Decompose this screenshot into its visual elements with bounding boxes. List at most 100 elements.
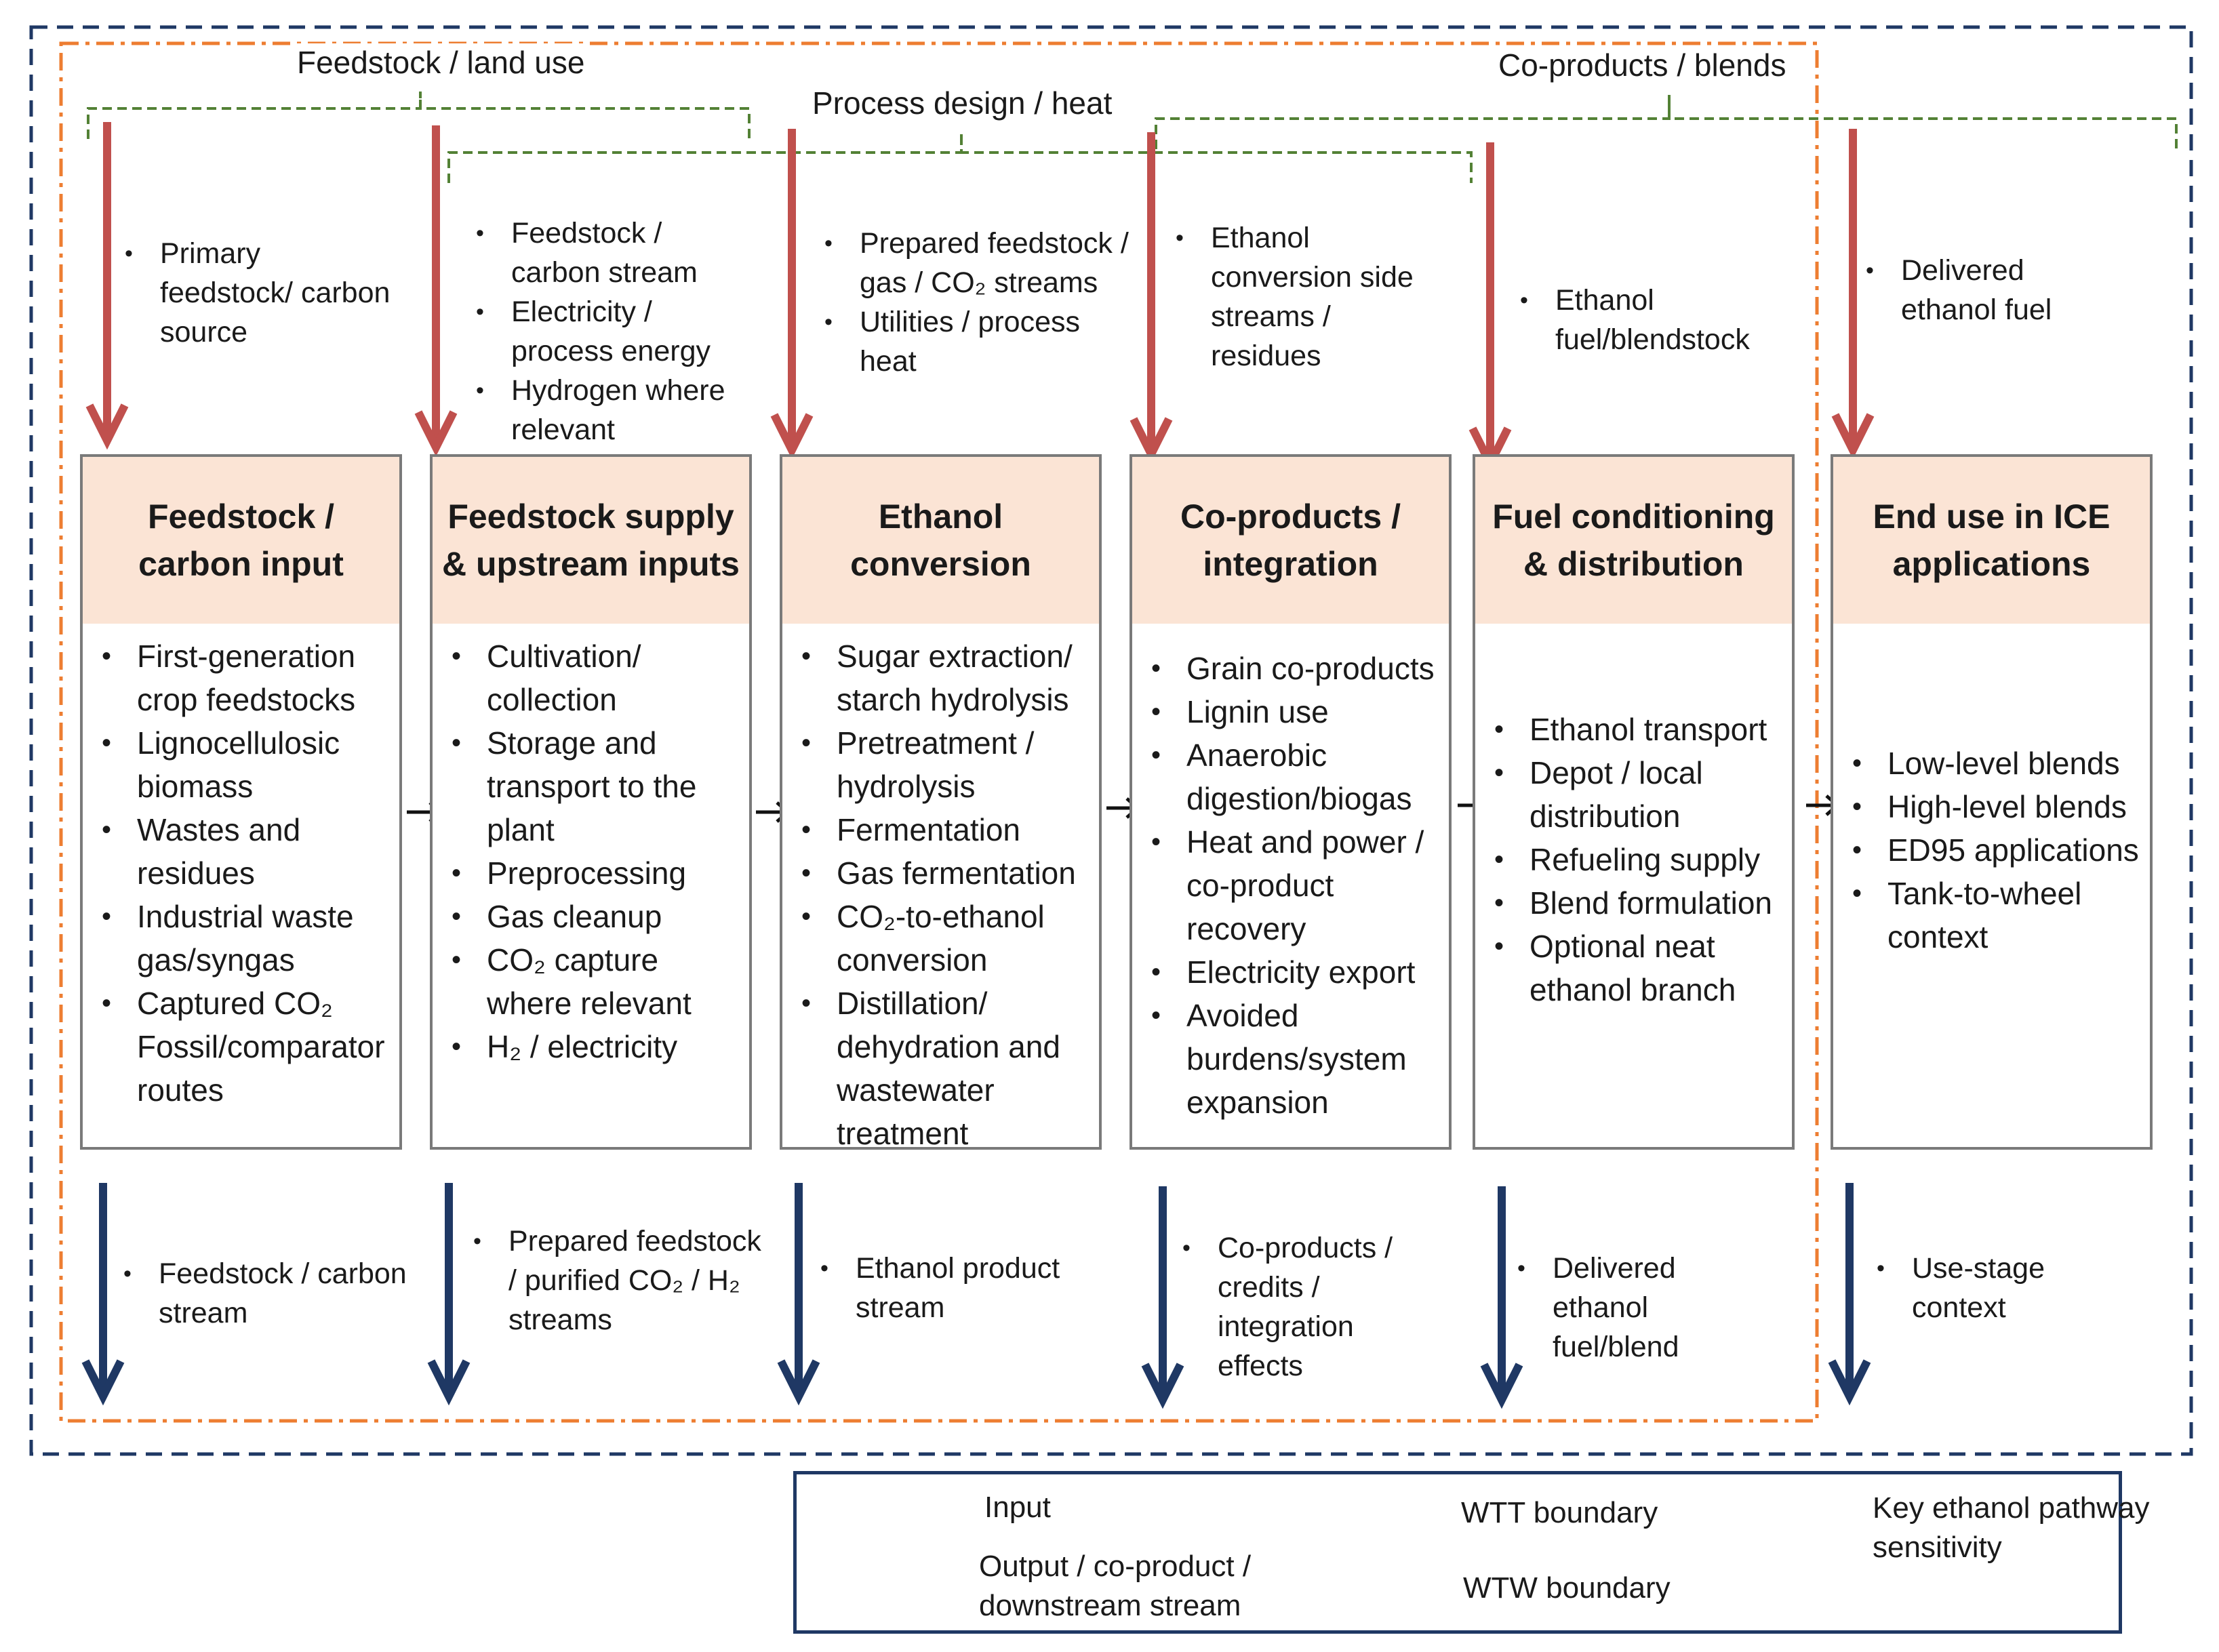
output-arrow xyxy=(1141,1186,1184,1409)
sensitivity-bracket-process xyxy=(447,132,1473,183)
stage-item: First-generation crop feedstocks xyxy=(102,634,395,721)
label-feedstock-land-use: Feedstock / land use xyxy=(297,43,585,81)
output-arrow xyxy=(1480,1186,1523,1409)
stage-item: H₂ / electricity xyxy=(452,1025,745,1068)
stage-box-fuel-conditioning: Fuel conditioning & distribution Ethanol… xyxy=(1473,454,1795,1150)
input-note: Feedstock / carbon stream Electricity / … xyxy=(476,214,742,449)
output-note-item: Co-products / credits / integration effe… xyxy=(1182,1228,1421,1386)
stage-item: Industrial waste gas/syngas xyxy=(102,895,395,982)
stage-item: Gas fermentation xyxy=(801,851,1095,895)
stage-item: CO₂-to-ethanol conversion xyxy=(801,895,1095,982)
output-note-item: Ethanol product stream xyxy=(820,1249,1127,1327)
stage-item: Refueling supply xyxy=(1494,838,1788,881)
stage-title: Feedstock supply & upstream inputs xyxy=(433,457,749,624)
output-note-item: Use-stage context xyxy=(1877,1249,2088,1327)
input-note-item: Utilities / process heat xyxy=(824,302,1138,381)
input-note: Prepared feedstock / gas / CO₂ streams U… xyxy=(824,224,1138,381)
stage-title: Ethanol conversion xyxy=(782,457,1099,624)
stage-items: Low-level blends High-level blends ED95 … xyxy=(1833,742,2150,1147)
input-note-item: Primary feedstock/ carbon source xyxy=(125,234,391,352)
stage-box-feedstock-carbon-input: Feedstock / carbon input First-generatio… xyxy=(80,454,402,1150)
stage-item: Electricity export xyxy=(1151,950,1445,994)
stage-item: Pretreatment / hydrolysis xyxy=(801,721,1095,808)
stage-box-ethanol-conversion: Ethanol conversion Sugar extraction/ sta… xyxy=(780,454,1102,1151)
legend-sensitivity-label: Key ethanol pathway sensitivity xyxy=(1873,1491,2150,1564)
input-note: Delivered ethanol fuel xyxy=(1866,251,2104,329)
input-arrow xyxy=(414,125,458,457)
sensitivity-bracket-coproducts xyxy=(1155,95,2178,149)
stage-item: Tank-to-wheel context xyxy=(1852,872,2146,959)
stage-item: Wastes and residues xyxy=(102,808,395,895)
output-note: Co-products / credits / integration effe… xyxy=(1182,1228,1421,1386)
stage-item: Gas cleanup xyxy=(452,895,745,938)
stage-items: Cultivation/ collection Storage and tran… xyxy=(433,634,749,1147)
stage-title: End use in ICE applications xyxy=(1833,457,2150,624)
stage-item: Low-level blends xyxy=(1852,742,2146,785)
label-process-design-heat: Process design / heat xyxy=(812,84,1113,122)
legend xyxy=(793,1471,2122,1634)
output-note-item: Delivered ethanol fuel/blend xyxy=(1517,1249,1742,1367)
input-note: Primary feedstock/ carbon source xyxy=(125,234,391,352)
stage-item: Storage and transport to the plant xyxy=(452,721,745,851)
stage-item: Ethanol transport xyxy=(1494,708,1788,751)
stage-item: Avoided burdens/system expansion xyxy=(1151,994,1445,1124)
output-arrow xyxy=(1828,1183,1871,1406)
output-note: Use-stage context xyxy=(1877,1249,2088,1327)
stage-item: Depot / local distribution xyxy=(1494,751,1788,838)
input-arrow xyxy=(85,122,129,450)
input-note-item: Ethanol conversion side streams / residu… xyxy=(1176,218,1435,376)
stage-item: Preprocessing xyxy=(452,851,745,895)
stage-title: Feedstock / carbon input xyxy=(83,457,399,624)
stage-item: High-level blends xyxy=(1852,785,2146,828)
stage-items: Sugar extraction/ starch hydrolysis Pret… xyxy=(782,634,1099,1151)
stage-item: Anaerobic digestion/biogas xyxy=(1151,733,1445,820)
input-arrow xyxy=(770,129,814,460)
stage-item: Lignocellulosic biomass xyxy=(102,721,395,808)
stage-title: Fuel conditioning & distribution xyxy=(1475,457,1792,624)
stage-box-feedstock-supply: Feedstock supply & upstream inputs Culti… xyxy=(430,454,752,1150)
input-note: Ethanol conversion side streams / residu… xyxy=(1176,218,1435,376)
wtw-boundary xyxy=(29,25,2193,1456)
legend-output-label: Output / co-product / downstream stream xyxy=(979,1550,1252,1622)
wtt-boundary xyxy=(59,41,1819,1423)
stage-item: ED95 applications xyxy=(1852,828,2146,872)
stage-items: Grain co-products Lignin use Anaerobic d… xyxy=(1132,647,1449,1147)
output-note: Prepared feedstock / purified CO₂ / H₂ s… xyxy=(473,1222,766,1339)
output-note-item: Prepared feedstock / purified CO₂ / H₂ s… xyxy=(473,1222,766,1339)
input-note-item: Ethanol fuel/blendstock xyxy=(1520,281,1786,359)
output-note-item: Feedstock / carbon stream xyxy=(123,1254,430,1333)
stage-item: Blend formulation xyxy=(1494,881,1788,925)
legend-wtw-label: WTW boundary xyxy=(1463,1571,1671,1605)
stage-item: Cultivation/ collection xyxy=(452,634,745,721)
stage-box-end-use-ice: End use in ICE applications Low-level bl… xyxy=(1831,454,2153,1150)
legend-wtt-label: WTT boundary xyxy=(1461,1496,1658,1529)
output-arrow xyxy=(427,1183,471,1406)
input-note-item: Hydrogen where relevant xyxy=(476,371,742,449)
legend-input-label: Input xyxy=(984,1491,1051,1524)
stage-title: Co-products / integration xyxy=(1132,457,1449,624)
output-note: Delivered ethanol fuel/blend xyxy=(1517,1249,1742,1367)
stage-item: Captured CO₂ Fossil/comparator routes xyxy=(102,982,395,1112)
output-note: Ethanol product stream xyxy=(820,1249,1127,1327)
stage-item: Grain co-products xyxy=(1151,647,1445,690)
input-note-item: Feedstock / carbon stream xyxy=(476,214,742,292)
stage-item: Optional neat ethanol branch xyxy=(1494,925,1788,1011)
stage-item: Fermentation xyxy=(801,808,1095,851)
label-co-products-blends: Co-products / blends xyxy=(1498,46,1786,84)
output-arrow xyxy=(81,1183,125,1406)
stage-items: First-generation crop feedstocks Lignoce… xyxy=(83,634,399,1147)
input-arrow xyxy=(1831,129,1875,460)
stage-items: Ethanol transport Depot / local distribu… xyxy=(1475,708,1792,1147)
sensitivity-bracket-feedstock xyxy=(87,92,751,139)
stage-item: Lignin use xyxy=(1151,690,1445,733)
input-note-item: Delivered ethanol fuel xyxy=(1866,251,2104,329)
input-note-item: Electricity / process energy xyxy=(476,292,742,371)
input-note: Ethanol fuel/blendstock xyxy=(1520,281,1786,359)
stage-item: Distillation/ dehydration and wastewater… xyxy=(801,982,1095,1155)
input-arrow xyxy=(1468,142,1512,473)
stage-item: Sugar extraction/ starch hydrolysis xyxy=(801,634,1095,721)
input-note-item: Prepared feedstock / gas / CO₂ streams xyxy=(824,224,1138,302)
output-arrow xyxy=(777,1183,820,1406)
stage-box-co-products-integration: Co-products / integration Grain co-produ… xyxy=(1130,454,1452,1150)
